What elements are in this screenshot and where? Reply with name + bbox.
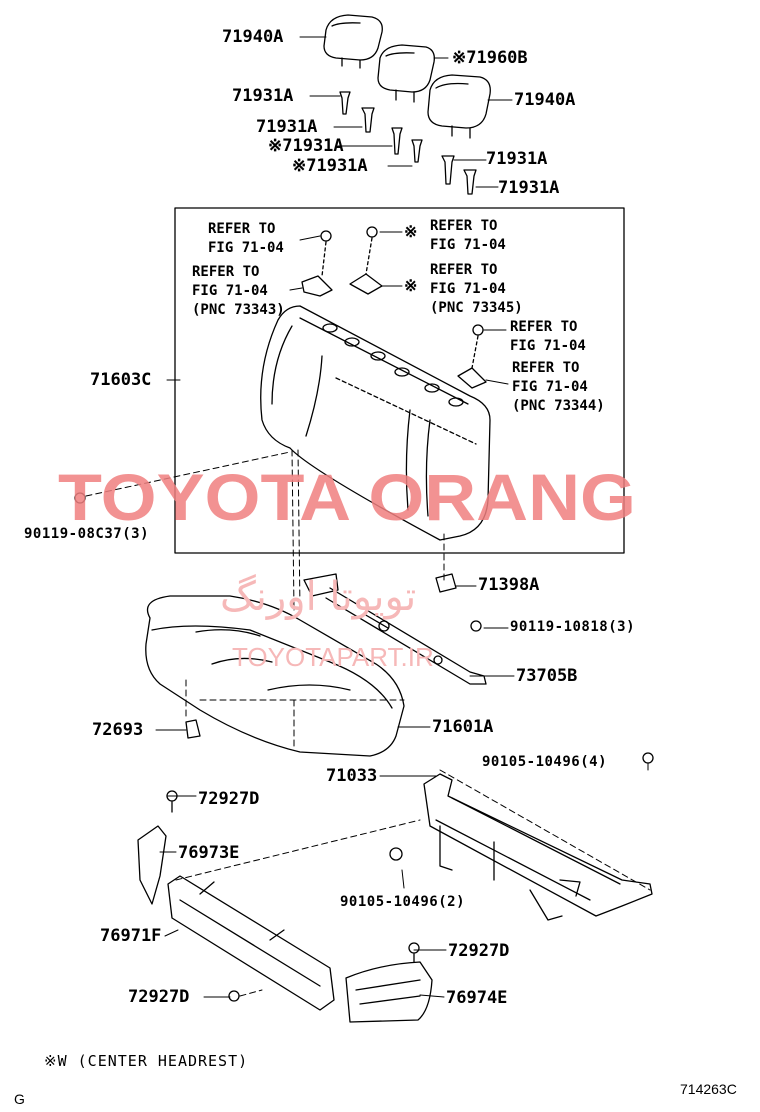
bolt-90119-08c37 — [74, 451, 291, 504]
refer-note-3: REFER TO FIG 71-04 — [430, 218, 506, 253]
headrest-71940a-top — [323, 14, 383, 69]
refer-note-6: REFER TO FIG 71-04 (PNC 73344) — [512, 360, 605, 414]
headrest-71940a-right — [427, 74, 491, 139]
part-label-76974e: 76974E — [446, 988, 508, 1008]
part-label-72927d-3: 72927D — [128, 987, 190, 1007]
part-label-90119-10818: 90119-10818(3) — [510, 619, 636, 635]
mark-a: ※ — [404, 222, 418, 241]
part-label-71931a-5: 71931A — [486, 149, 548, 169]
part-label-71931a-2: 71931A — [256, 117, 318, 137]
mark-b: ※ — [404, 276, 418, 295]
cover-76974e — [345, 961, 433, 1023]
seat-cushion-71601a — [145, 595, 405, 757]
part-label-71940a-top: 71940A — [222, 27, 284, 47]
part-label-71931a-3: ※71931A — [268, 136, 344, 156]
part-label-71940a-right: 71940A — [514, 90, 576, 110]
pins-72927d — [166, 790, 420, 1002]
refer-note-4: REFER TO FIG 71-04 (PNC 73345) — [430, 262, 523, 316]
refer-note-5: REFER TO FIG 71-04 — [510, 319, 586, 354]
seatback-frame-box — [174, 207, 625, 554]
hinge-73705b — [303, 573, 487, 685]
part-label-71601a: 71601A — [432, 717, 494, 737]
part-label-71033: 71033 — [326, 766, 378, 786]
seatback-hooks — [289, 226, 509, 389]
refer-note-2: REFER TO FIG 71-04 (PNC 73343) — [192, 264, 285, 318]
headrest-supports — [339, 91, 477, 195]
part-label-72693: 72693 — [92, 720, 144, 740]
cover-76973e — [137, 825, 167, 905]
seat-frame-71033 — [389, 752, 654, 921]
part-label-71603c: 71603C — [90, 370, 152, 390]
part-label-76971f: 76971F — [100, 926, 162, 946]
watermark-layer: TOYOTA ORANG تويوتا اورنگ TOYOTAPART.IR — [58, 460, 636, 672]
part-label-90119-08c37: 90119-08C37(3) — [24, 526, 150, 542]
part-label-71960b: ※71960B — [452, 48, 528, 68]
part-label-72927d-2: 72927D — [448, 941, 510, 961]
part-label-71931a-1: 71931A — [232, 86, 294, 106]
watermark-url: TOYOTAPART.IR — [232, 642, 434, 672]
part-label-71931a-4: ※71931A — [292, 156, 368, 176]
part-label-72927d-1: 72927D — [198, 789, 260, 809]
panel-76971f — [167, 875, 335, 1011]
part-label-71398a: 71398A — [478, 575, 540, 595]
footer-note: ※W (CENTER HEADREST) — [44, 1052, 249, 1070]
footer-left-code: G — [14, 1091, 25, 1107]
leader-lines — [155, 36, 649, 998]
clip-72693 — [185, 719, 201, 739]
seatback-71603c — [260, 305, 491, 541]
refer-note-1: REFER TO FIG 71-04 — [208, 221, 284, 256]
watermark-arabic: تويوتا اورنگ — [220, 574, 416, 620]
headrest-71960b-center — [377, 44, 435, 103]
part-label-73705b: 73705B — [516, 666, 578, 686]
part-label-90105-10496-2: 90105-10496(2) — [340, 894, 466, 910]
part-label-76973e: 76973E — [178, 843, 240, 863]
part-label-90105-10496-4: 90105-10496(4) — [482, 754, 608, 770]
alignment-lines — [175, 449, 651, 997]
watermark-main: TOYOTA ORANG — [58, 460, 636, 534]
lock-71398a — [435, 573, 457, 593]
part-label-71931a-6: 71931A — [498, 178, 560, 198]
figure-code: 714263C — [680, 1081, 737, 1097]
